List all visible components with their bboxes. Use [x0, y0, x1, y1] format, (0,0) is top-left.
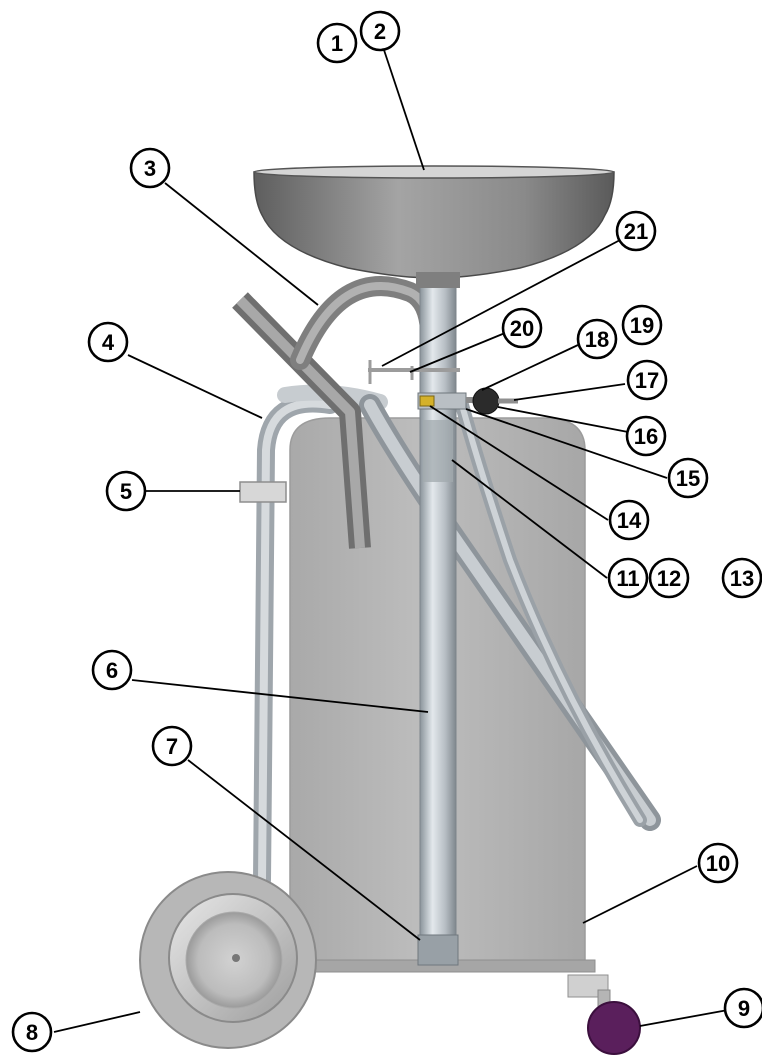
leader-6	[131, 679, 429, 713]
leader-3	[164, 182, 319, 306]
main-wheel-axle	[232, 954, 240, 962]
callout-circle	[723, 987, 762, 1029]
leader-2	[382, 46, 425, 171]
callout-label: 4	[102, 330, 115, 355]
callout-17: 17	[626, 359, 668, 401]
callout-circle	[615, 210, 657, 252]
central-pipe	[419, 284, 457, 966]
callout-10: 10	[697, 842, 739, 884]
callout-label: 16	[634, 424, 658, 449]
callout-label: 12	[657, 566, 681, 591]
callout-7: 7	[151, 725, 193, 767]
callout-label: 1	[331, 31, 343, 56]
hose-clip	[239, 481, 287, 503]
callout-12: 12	[648, 557, 690, 599]
callout-circle	[621, 304, 663, 346]
leader-8	[53, 1011, 141, 1033]
callout-circle	[576, 318, 618, 360]
callout-label: 17	[635, 368, 659, 393]
suction-hose-highlight	[459, 402, 643, 823]
callout-circle	[648, 557, 690, 599]
callout-20: 20	[501, 307, 543, 349]
callout-label: 18	[585, 327, 609, 352]
callout-3: 3	[129, 147, 171, 189]
basin-rim	[253, 165, 615, 179]
callout-circle	[607, 557, 649, 599]
leader-4	[127, 354, 263, 419]
callout-9: 9	[723, 987, 762, 1029]
valve-fitting-yellow	[419, 395, 435, 407]
leader-14	[429, 405, 609, 521]
callout-circle	[105, 470, 147, 512]
callout-label: 11	[616, 566, 639, 591]
leader-7	[187, 759, 421, 941]
callout-19: 19	[621, 304, 663, 346]
callout-circle	[316, 22, 358, 64]
leader-18	[481, 344, 579, 391]
oil-basin	[253, 171, 615, 279]
callout-4: 4	[87, 321, 129, 363]
callout-circle	[721, 557, 762, 599]
callout-label: 6	[106, 658, 118, 683]
push-handle-highlight	[236, 296, 365, 549]
callout-circle	[667, 457, 709, 499]
basin-neck	[416, 272, 460, 288]
callout-label: 13	[730, 566, 754, 591]
callout-label: 21	[624, 219, 648, 244]
callout-1: 1	[316, 22, 358, 64]
callout-8: 8	[11, 1011, 53, 1053]
callout-2: 2	[359, 10, 401, 52]
callout-label: 7	[166, 734, 178, 759]
callout-label: 10	[706, 851, 730, 876]
leader-16	[497, 406, 629, 433]
leader-15	[465, 408, 668, 479]
callout-circle	[608, 499, 650, 541]
callout-18: 18	[576, 318, 618, 360]
pipe-bottom-collar	[417, 934, 459, 966]
callout-label: 2	[374, 19, 386, 44]
leader-9	[639, 1009, 729, 1027]
callout-label: 9	[738, 996, 750, 1021]
callout-circle	[151, 725, 193, 767]
leader-21	[381, 239, 621, 367]
leader-11	[451, 459, 608, 579]
callout-circle	[11, 1011, 53, 1053]
callout-21: 21	[615, 210, 657, 252]
caster-wheel	[587, 1001, 641, 1055]
callout-16: 16	[625, 415, 667, 457]
callout-label: 3	[144, 156, 156, 181]
callout-label: 14	[617, 508, 642, 533]
callout-circle	[129, 147, 171, 189]
callout-14: 14	[608, 499, 650, 541]
callout-circle	[697, 842, 739, 884]
leader-20	[409, 332, 506, 373]
callout-6: 6	[91, 649, 133, 691]
callout-circle	[359, 10, 401, 52]
callout-5: 5	[105, 470, 147, 512]
callout-circle	[626, 359, 668, 401]
leader-10	[582, 865, 698, 924]
callout-label: 5	[120, 479, 132, 504]
callout-label: 8	[26, 1020, 38, 1045]
callout-label: 19	[630, 313, 654, 338]
ball-valve	[472, 387, 500, 415]
callout-label: 15	[676, 466, 700, 491]
callout-11: 11	[607, 557, 649, 599]
callout-13: 13	[721, 557, 762, 599]
leader-lines	[53, 46, 729, 1033]
callout-circle	[625, 415, 667, 457]
callout-circle	[501, 307, 543, 349]
pipe-sleeve	[423, 420, 453, 482]
callout-15: 15	[667, 457, 709, 499]
callout-circle	[91, 649, 133, 691]
callout-circle	[87, 321, 129, 363]
leader-17	[513, 383, 626, 401]
callout-label: 20	[510, 316, 534, 341]
